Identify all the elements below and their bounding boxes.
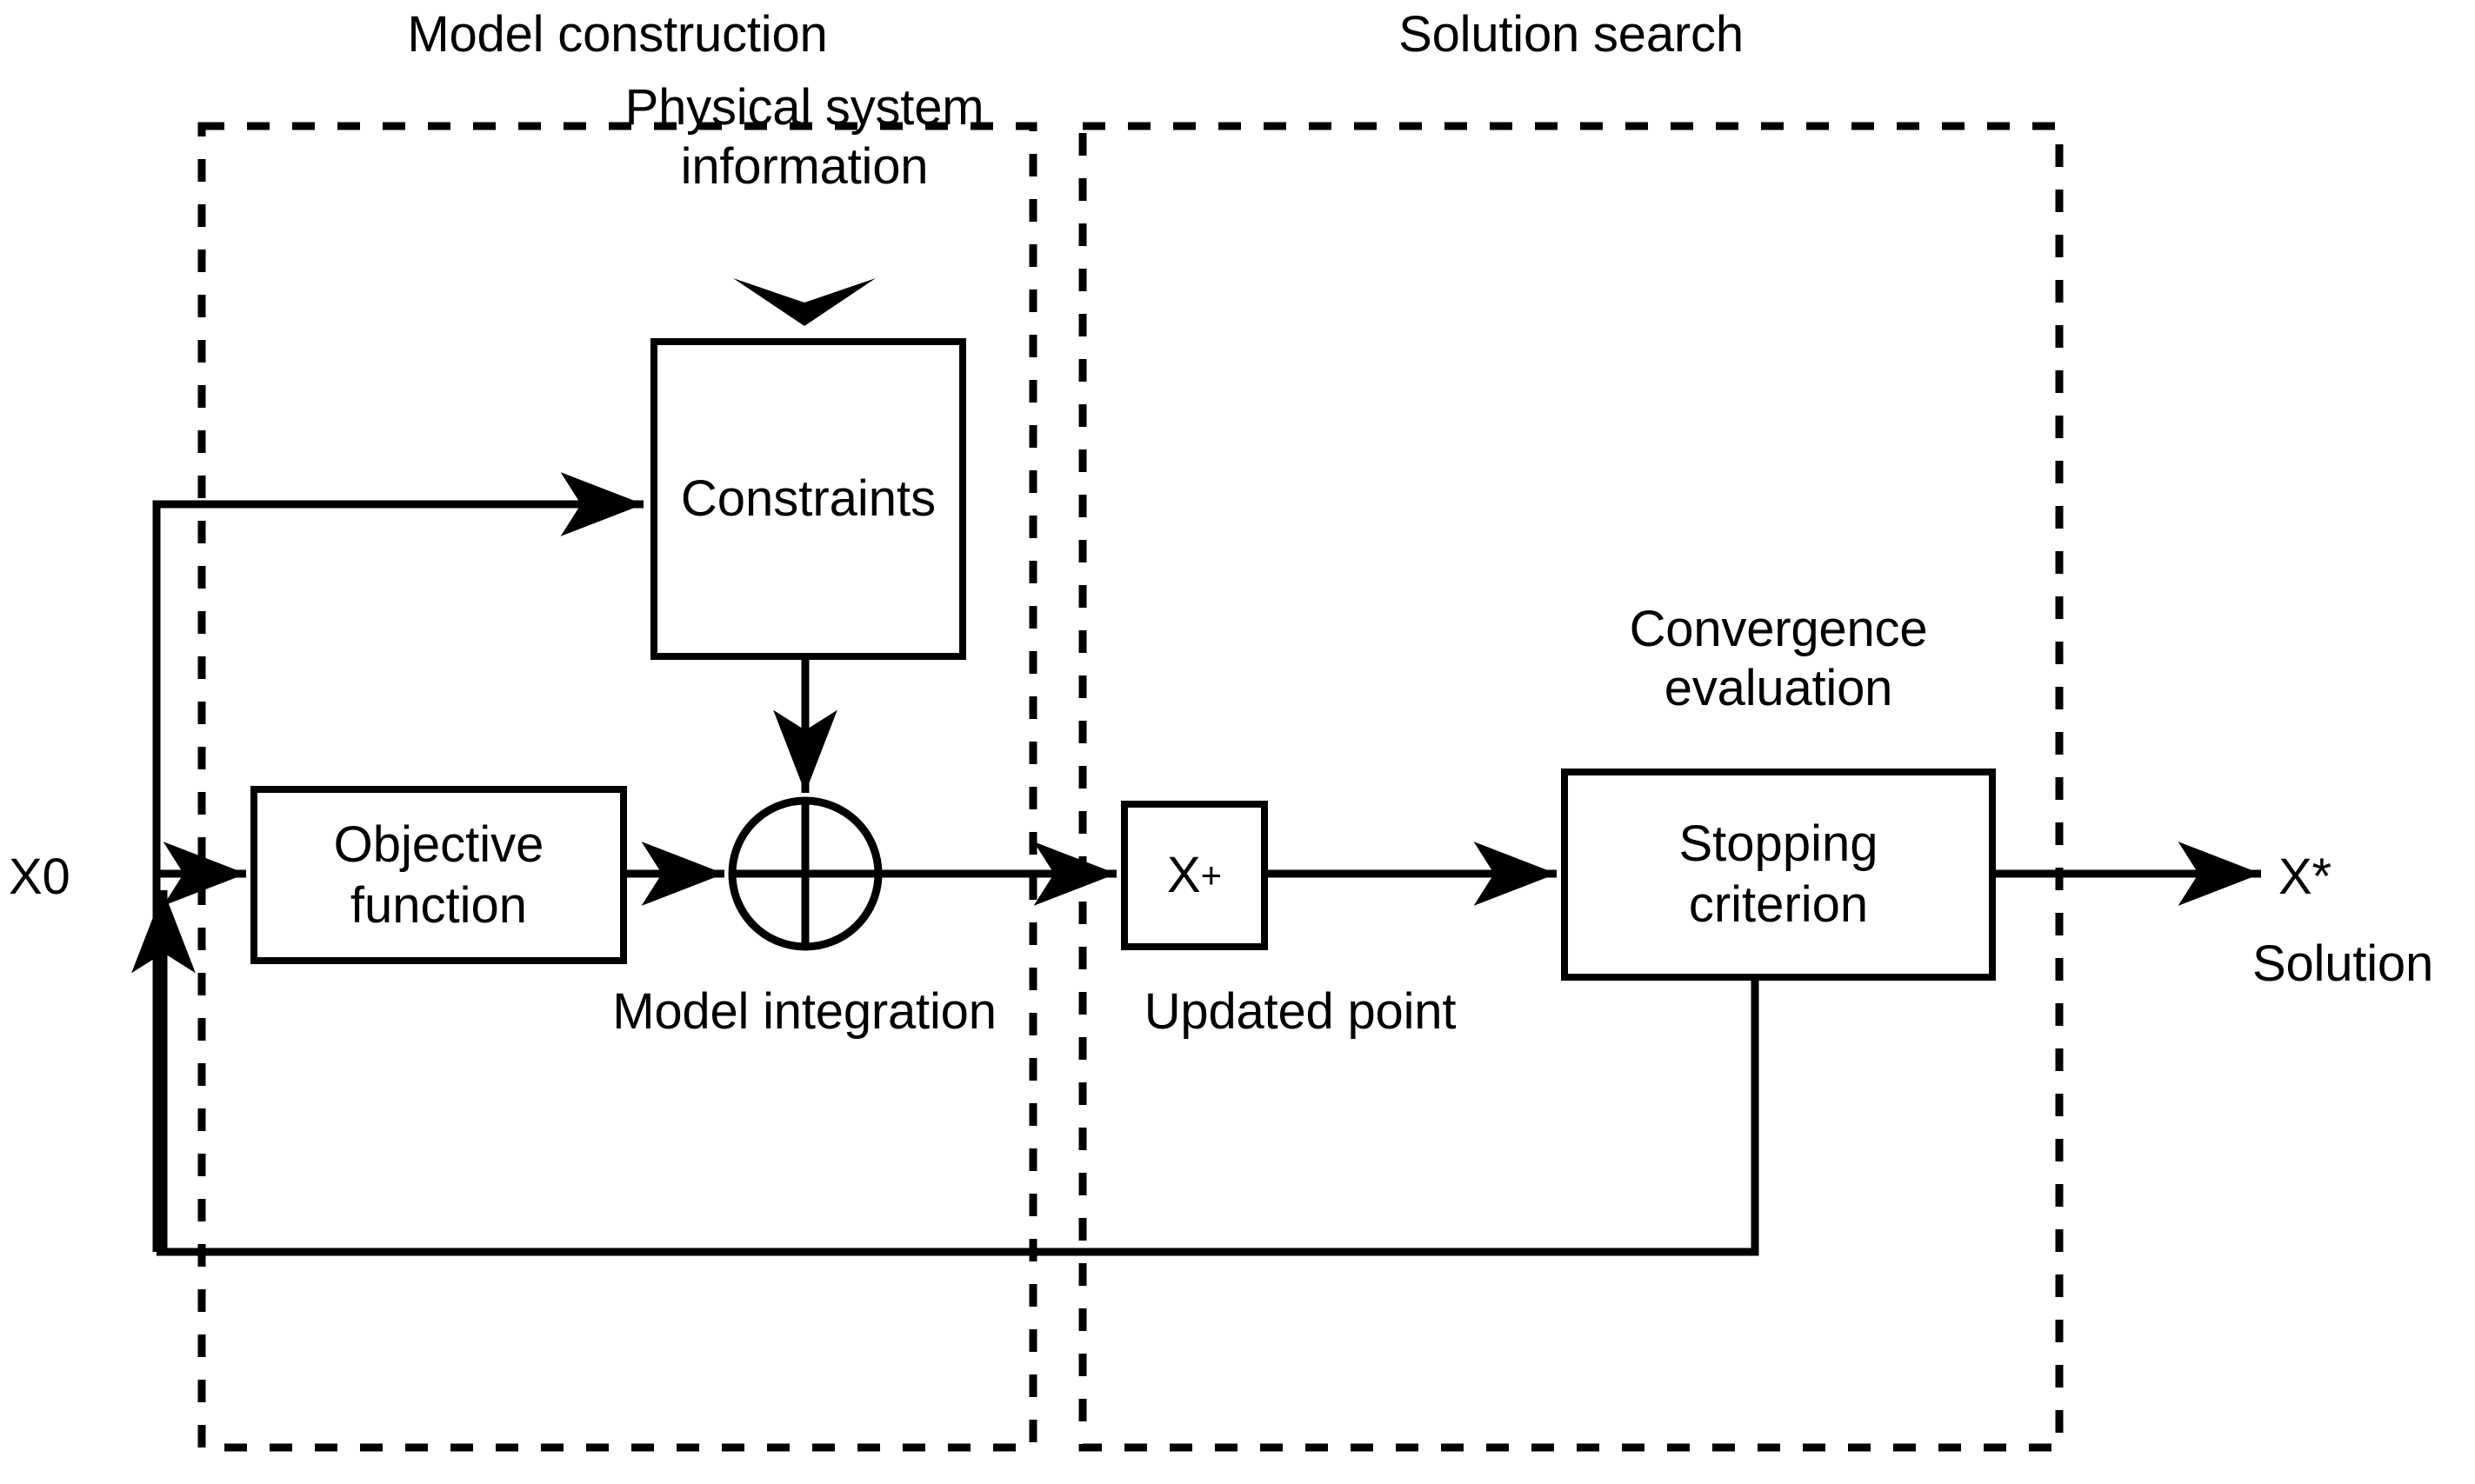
group-title-solution-search: Solution search [1398,6,1744,63]
annotation-model-integration: Model integration [612,983,997,1040]
physical-system-line-2: information [680,138,929,196]
group-title-model-construction: Model construction [407,6,828,63]
physical-system-line-1: Physical system [624,79,984,136]
annotation-convergence-evaluation: Convergence evaluation [1539,600,2018,719]
annotation-physical-system-information: Physical system information [487,78,1122,197]
convergence-line-2: evaluation [1664,660,1893,717]
connector-feedback-left-riser [152,472,644,1252]
io-label-solution: Solution [2252,935,2433,992]
group-box-model-construction [197,122,1037,1452]
connector-feedback-bottom [157,977,1759,1256]
io-label-x0: X0 [9,848,70,905]
box-constraints [650,338,966,660]
box-stopping-criterion [1561,769,1996,981]
box-objective-function [250,786,627,964]
annotation-updated-point: Updated point [1144,983,1457,1040]
convergence-line-1: Convergence [1629,601,1928,657]
box-updated-point [1121,801,1268,950]
io-label-x-star: X* [2278,848,2332,905]
connector-physical-system-arrowhead [733,278,876,326]
group-box-solution-search [1078,122,2064,1452]
